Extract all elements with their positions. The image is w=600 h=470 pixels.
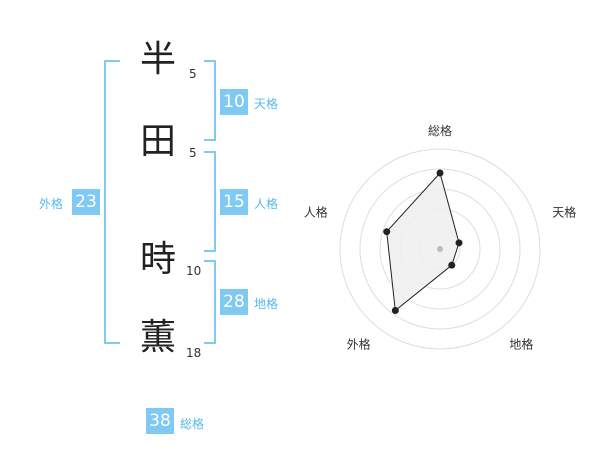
name-char-1: 半 (139, 39, 176, 80)
tenkaku-bracket (204, 60, 216, 141)
radar-point-5 (383, 228, 391, 236)
radar-point-4 (391, 306, 399, 314)
name-char-2: 田 (139, 121, 176, 162)
stroke-count-2: 5 (189, 146, 197, 160)
radar-axis-label-2: 天格 (552, 205, 576, 220)
name-char-3: 時 (139, 239, 176, 280)
tenkaku-badge: 10 (220, 89, 248, 115)
jinkaku-bracket (204, 151, 216, 252)
stroke-count-1: 5 (189, 67, 197, 81)
radar-point-1 (436, 169, 444, 177)
stroke-count-3: 10 (186, 264, 202, 278)
radar-grid-ring (359, 168, 521, 330)
radar-point-3 (448, 261, 456, 269)
chikaku-badge: 28 (220, 289, 248, 315)
stroke-count-4: 18 (186, 346, 202, 360)
soukaku-badge: 38 (146, 408, 174, 434)
radar-data-polygon (386, 171, 460, 312)
jinkaku-badge: 15 (220, 189, 248, 215)
jinkaku-label: 人格 (254, 197, 279, 211)
radar-axis-label-4: 外格 (347, 337, 371, 352)
radar-grid-ring (339, 148, 541, 350)
chikaku-label: 地格 (254, 297, 279, 311)
name-char-4: 薫 (139, 317, 176, 358)
radar-axis-label-3: 地格 (509, 337, 533, 352)
radar-center-point (437, 246, 443, 252)
radar-axis-label-5: 人格 (304, 205, 328, 220)
gaikaku-bracket (104, 60, 120, 344)
gaikaku-badge: 23 (72, 189, 100, 215)
radar-point-2 (455, 239, 463, 247)
radar-axis-label-1: 総格 (428, 123, 452, 138)
chikaku-bracket (204, 260, 216, 344)
soukaku-label: 総格 (180, 417, 205, 431)
tenkaku-label: 天格 (254, 97, 279, 111)
gaikaku-label: 外格 (39, 197, 64, 211)
